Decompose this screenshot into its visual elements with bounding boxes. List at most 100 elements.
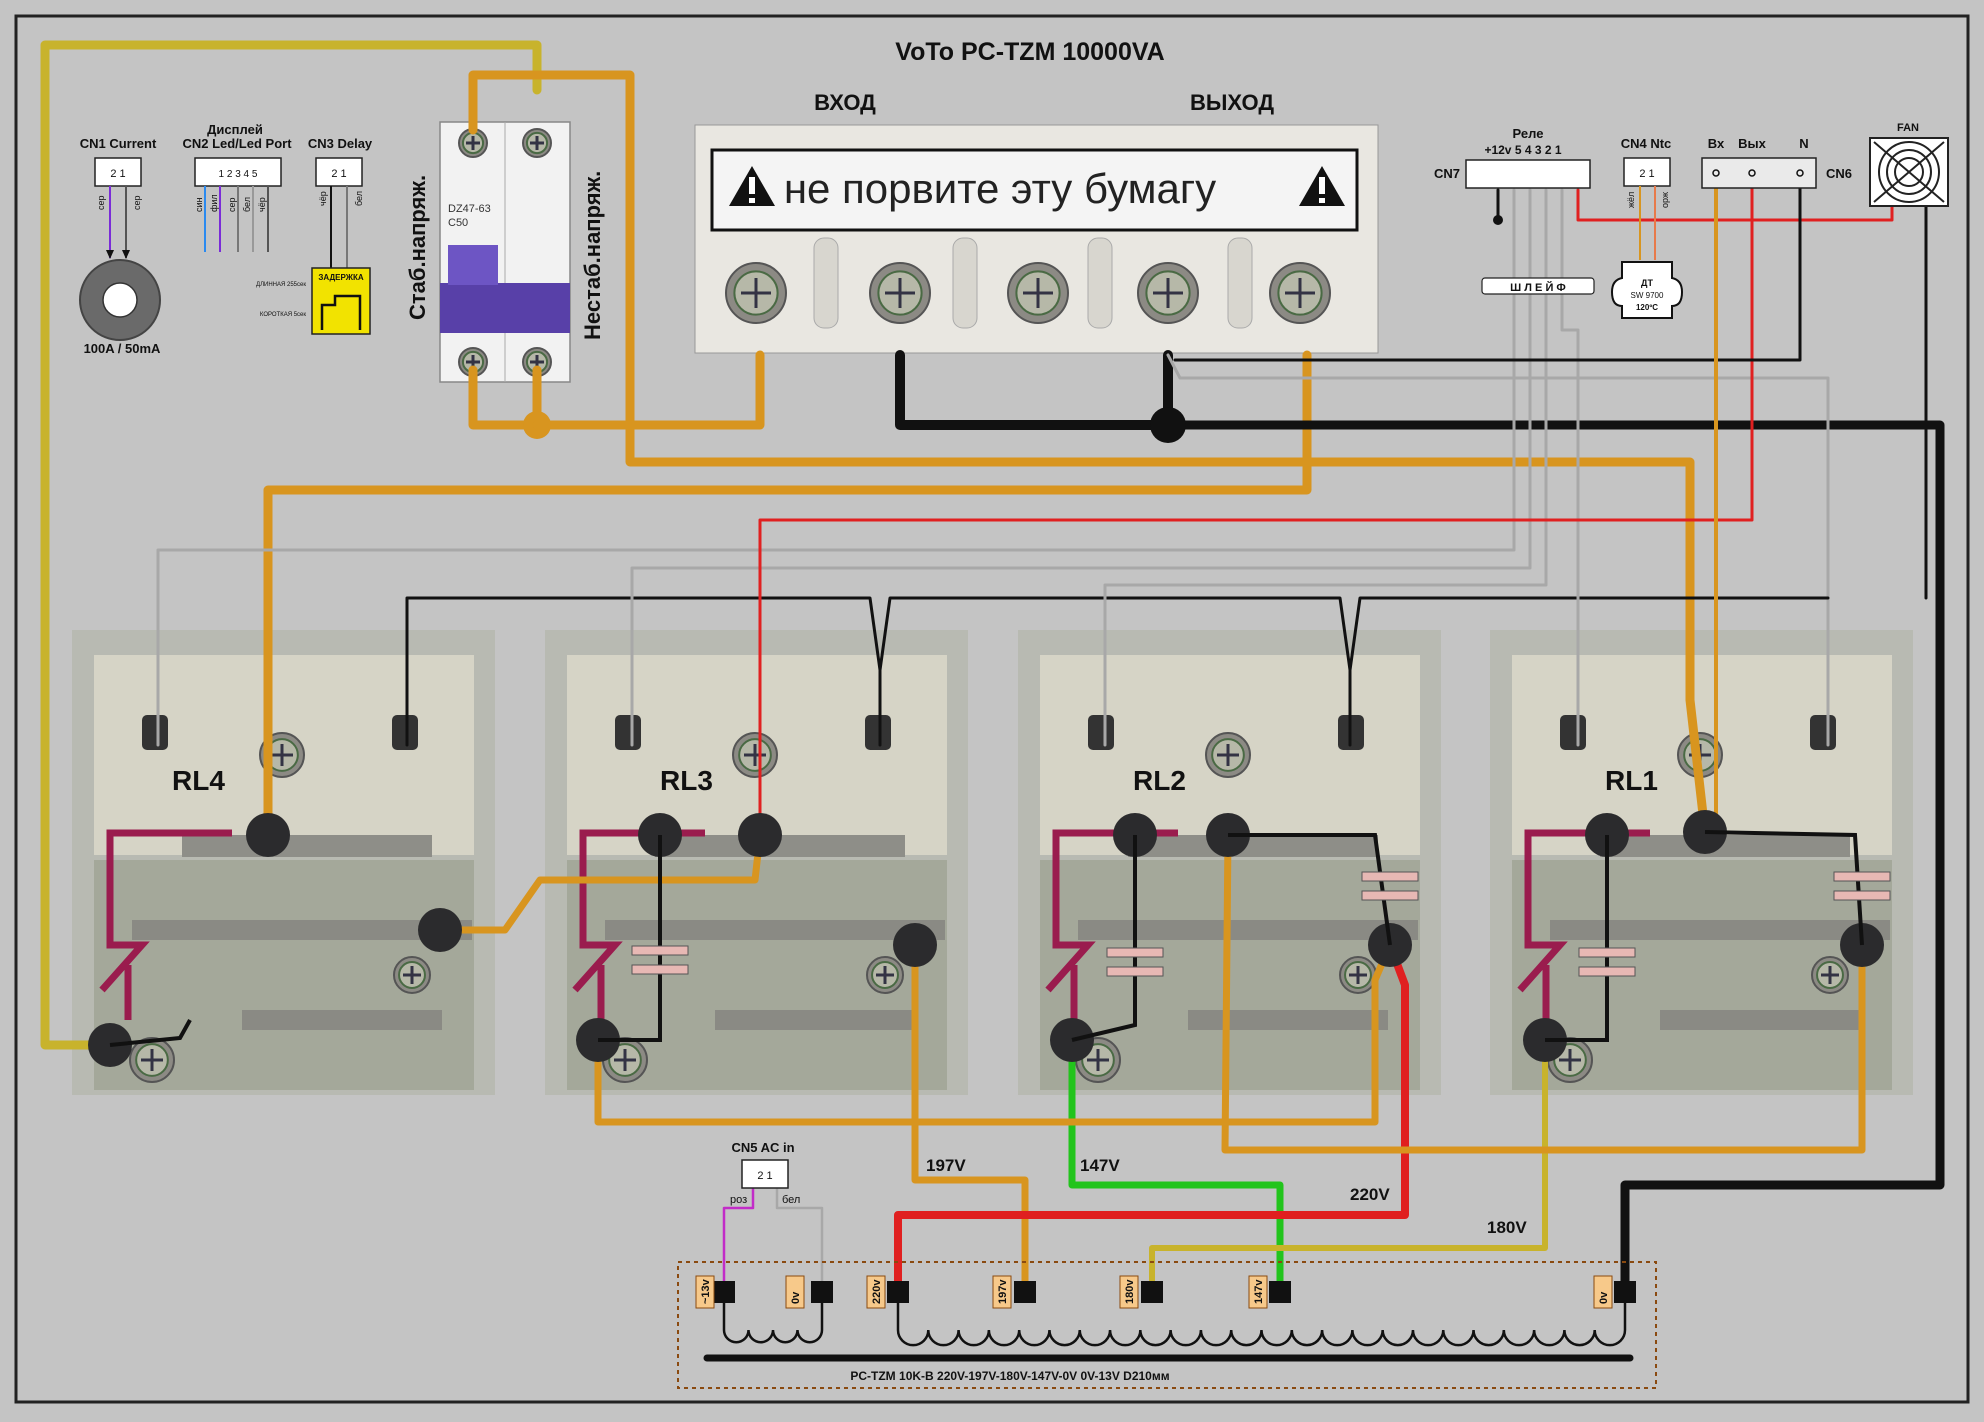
contact-wire xyxy=(109,1019,192,1047)
tap-label: ~13v xyxy=(700,1278,712,1304)
wiring xyxy=(40,40,1945,1295)
cn5-wire2-label: бел xyxy=(782,1194,800,1206)
cn1-pins: 2 1 xyxy=(110,168,125,180)
unstab-voltage-label: Нестаб.напряж. xyxy=(580,171,605,340)
relay-screw-icon xyxy=(1339,956,1377,994)
wire-red-rl3 xyxy=(758,186,1754,837)
terminal-divider xyxy=(1087,237,1113,329)
wire-orange-197v xyxy=(911,941,1029,1294)
capacitor-icon xyxy=(1106,947,1164,977)
relay-screw-icon xyxy=(1811,956,1849,994)
thermal-sensor xyxy=(1610,261,1684,319)
cn6-label-in: Вх xyxy=(1708,136,1725,151)
cn1-wire2-label: сер xyxy=(132,195,142,210)
sensor-temp: 120ºC xyxy=(1636,303,1658,312)
cn1-connector: CN1 Current 2 1 сер сер 100A / 50mA xyxy=(79,136,161,356)
cn5-pins: 2 1 xyxy=(757,1170,772,1182)
terminal-screw-icon xyxy=(1269,262,1331,324)
capacitor-icon xyxy=(1833,871,1891,901)
stab-voltage-label: Стаб.напряж. xyxy=(405,175,430,320)
cn1-title: CN1 Current xyxy=(80,136,157,151)
tap-label: 197v xyxy=(997,1279,1009,1304)
tap-label-box xyxy=(1248,1275,1268,1309)
transformer-caption: PC-TZM 10K-B 220V-197V-180V-147V-0V 0V-1… xyxy=(850,1369,1169,1383)
contact-arm xyxy=(572,829,705,993)
delay-long-label: ДЛИННАЯ 255сек xyxy=(256,282,306,288)
terminal-screw-icon xyxy=(1137,262,1199,324)
wire-label-220v: 220V xyxy=(1350,1185,1390,1204)
ribbon-cable-text: Ш Л Е Й Ф xyxy=(1510,281,1566,294)
contact-wire xyxy=(1228,833,1392,946)
cn2-wire-label: чёр xyxy=(257,197,267,212)
wire-olive-180v xyxy=(1149,1037,1548,1293)
cn7-name: CN7 xyxy=(1434,166,1460,181)
wire-pink-ac xyxy=(722,1186,755,1292)
tap-terminal xyxy=(713,1281,735,1303)
wire-label-147v: 147V xyxy=(1080,1156,1120,1175)
cn5-connector: CN5 AC in 2 1 роз бел xyxy=(730,1140,800,1206)
relay-rl4 xyxy=(72,630,495,1095)
tap-terminal xyxy=(1614,1281,1636,1303)
wire-orange-rl1-bottom xyxy=(1221,831,1866,1154)
contact-arm xyxy=(1517,829,1650,993)
wire-green-147v xyxy=(1068,1036,1284,1294)
wire-orange-rl3 xyxy=(436,831,764,934)
wire-gray-rl1 xyxy=(1166,353,1830,747)
terminal-divider xyxy=(813,237,839,329)
junction-dot xyxy=(1150,407,1186,443)
cn2-wire-label: син xyxy=(194,197,204,212)
relay-contacts xyxy=(88,810,1891,1067)
relay-label-rl4: RL4 xyxy=(172,765,225,796)
breaker-screw-icon xyxy=(522,128,552,158)
cn4-wire2-label: орж xyxy=(1660,192,1670,208)
tap-label-box xyxy=(785,1275,805,1309)
wire-orange-rl2 xyxy=(594,941,1394,1126)
wire-black-neutral xyxy=(1163,420,1945,1295)
tap-terminal xyxy=(1014,1281,1036,1303)
diagram-title: VoTo PC-TZM 10000VA xyxy=(895,38,1164,66)
tap-label-box xyxy=(695,1275,715,1309)
contact-wire xyxy=(1545,835,1609,1042)
cn5-wire1-label: роз xyxy=(730,1194,747,1206)
relay-screw-icon xyxy=(732,732,778,778)
wire-black-input xyxy=(895,350,1173,430)
wire-black-coils xyxy=(405,596,1830,747)
cn4-title: CN4 Ntc xyxy=(1621,136,1672,151)
relay-label-rl2: RL2 xyxy=(1133,765,1186,796)
wire-red-fan xyxy=(1576,188,1894,222)
contact-dot xyxy=(893,923,937,967)
cn1-wire1-label: сер xyxy=(96,195,106,210)
relay-screw-icon xyxy=(1205,732,1251,778)
cn2-pins: 1 2 3 4 5 xyxy=(219,169,258,180)
cn3-connector: CN3 Delay 2 1 чёр бел ЗАДЕРЖКА ДЛИННАЯ 2… xyxy=(256,136,373,335)
cn4-wire1-label: жёл xyxy=(1626,192,1636,208)
tap-label-box xyxy=(1593,1275,1613,1309)
tap-label: 0v xyxy=(790,1291,802,1304)
tap-label-box xyxy=(866,1275,886,1309)
cn7-connector: Реле +12v 5 4 3 2 1 CN7 Ш Л Е Й Ф xyxy=(1434,126,1595,295)
wire-orange-rl1 xyxy=(468,70,1710,837)
terminal-divider xyxy=(952,237,978,329)
cn3-pins: 2 1 xyxy=(331,168,346,180)
wire-gray-rl4 xyxy=(156,188,1516,747)
capacitor-icon xyxy=(1578,947,1636,977)
tap-label: 0v xyxy=(1598,1291,1610,1304)
wire-gray-rl3 xyxy=(630,188,1532,747)
contact-dot xyxy=(246,813,290,857)
relay-label-rl3: RL3 xyxy=(660,765,713,796)
cn3-wire2-label: бел xyxy=(354,191,364,206)
relay-pin-labels: +12v 5 4 3 2 1 xyxy=(1484,143,1561,157)
cn2-wire-label: сер xyxy=(227,197,237,212)
contact-wire xyxy=(1071,835,1137,1042)
breaker-rating: C50 xyxy=(448,217,468,229)
circuit-breaker: DZ47-63 C50 Стаб.напряж. Нестаб.напряж. xyxy=(405,121,605,383)
contact-arm xyxy=(1045,829,1178,993)
sensor-model: SW 9700 xyxy=(1631,291,1664,300)
wire-label-197v: 197V xyxy=(926,1156,966,1175)
wire-orange-breaker xyxy=(468,365,542,430)
cn2-wire-label: бел xyxy=(242,197,252,212)
cn4-pins: 2 1 xyxy=(1639,168,1654,180)
